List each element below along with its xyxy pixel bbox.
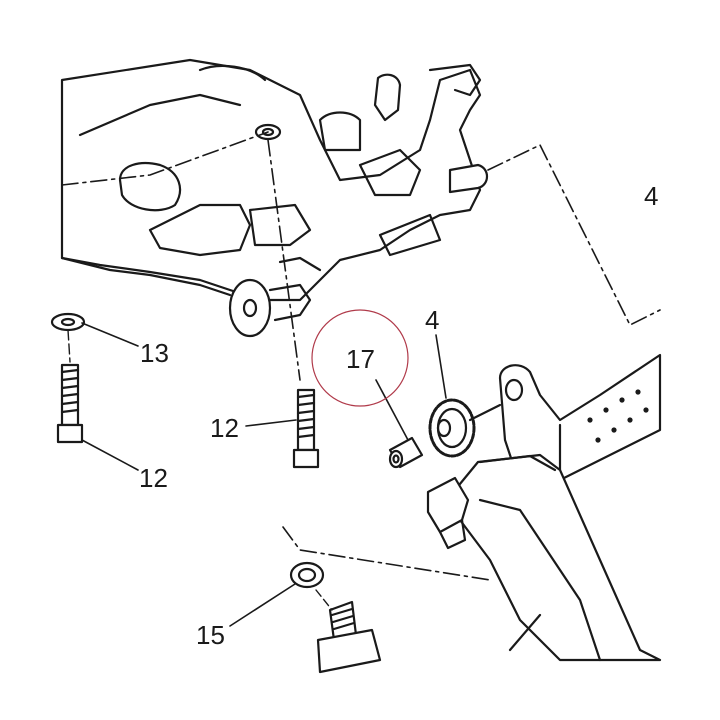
leader-line-17 — [375, 379, 409, 441]
part-4-gear — [428, 398, 502, 458]
frame-bracket — [60, 58, 489, 338]
part-17-spacer — [388, 436, 424, 469]
part-12-bolt-middle — [292, 388, 320, 469]
leader-line-4 — [435, 334, 447, 399]
leader-line-13 — [81, 322, 139, 347]
callout-part-4-right: 4 — [644, 181, 659, 211]
callout-part-17: 17 — [346, 344, 375, 374]
part-12-bolt-left — [56, 329, 84, 444]
callout-part-12-lower: 12 — [139, 463, 168, 493]
leader-line-15 — [229, 583, 296, 627]
callout-part-12-middle: 12 — [210, 413, 239, 443]
right-arm-assembly — [426, 353, 662, 662]
reference-lines — [61, 131, 661, 581]
leader-line-12-low — [81, 439, 139, 471]
part-13-washer — [50, 312, 86, 332]
highlight-circle — [311, 309, 409, 407]
lower-stud — [315, 589, 382, 674]
callout-part-4: 4 — [425, 305, 440, 335]
callout-part-13: 13 — [140, 338, 169, 368]
callout-part-15: 15 — [196, 620, 225, 650]
leader-line-12-mid — [245, 419, 297, 427]
part-15-washer — [289, 561, 325, 589]
